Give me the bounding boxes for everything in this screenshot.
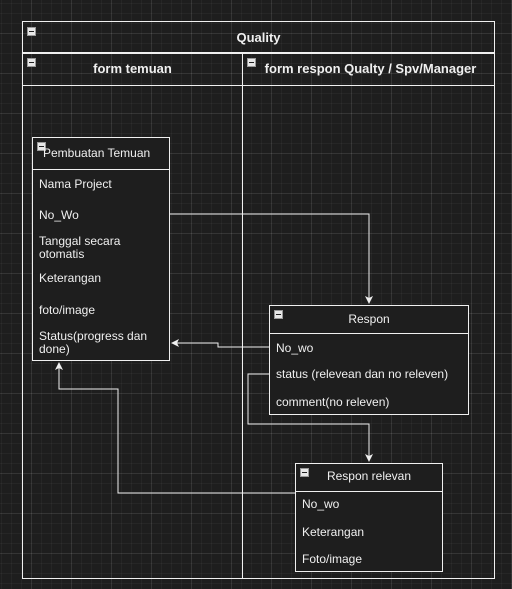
collapse-icon[interactable]	[27, 58, 36, 67]
entity-title: Respon	[348, 312, 390, 326]
connector-status-to-relevan	[247, 373, 373, 462]
connector-respon-to-status	[171, 339, 269, 348]
quality-pool-header: Quality	[22, 21, 495, 53]
collapse-icon[interactable]	[247, 58, 256, 67]
field-no-wo: No_Wo	[39, 208, 79, 222]
field-comment: comment(no releven)	[276, 395, 390, 409]
entity-respon[interactable]: Respon No_wo status (relevean dan no rel…	[269, 305, 469, 415]
collapse-icon[interactable]	[27, 27, 36, 36]
lane-form-respon[interactable]: form respon Qualty / Spv/Manager	[242, 53, 495, 579]
field-foto-image: foto/image	[39, 303, 96, 317]
field-no-wo: No_wo	[276, 341, 314, 355]
entity-respon-relevan[interactable]: Respon relevan No_wo Keterangan Foto/ima…	[295, 463, 443, 572]
connector-nowo-to-respon	[170, 213, 373, 304]
entity-pembuatan-temuan[interactable]: Pembuatan Temuan Nama Project No_Wo Tang…	[32, 137, 170, 361]
field-foto-image: Foto/image	[302, 552, 363, 566]
collapse-icon[interactable]	[274, 310, 283, 319]
field-keterangan: Keterangan	[302, 525, 365, 539]
collapse-icon[interactable]	[300, 468, 309, 477]
field-no-wo: No_wo	[302, 497, 340, 511]
field-tanggal: Tanggal secara otomatis	[39, 234, 121, 261]
entity-title: Pembuatan Temuan	[43, 146, 151, 160]
field-nama-project: Nama Project	[39, 177, 112, 191]
pool-title: Quality	[236, 30, 281, 45]
connector-relevan-to-temuan	[55, 362, 295, 494]
field-status: status (relevean dan no releven)	[276, 367, 449, 381]
field-status: Status(progress dan done)	[39, 329, 148, 356]
collapse-icon[interactable]	[37, 142, 46, 151]
lane-title: form temuan	[93, 61, 172, 76]
field-keterangan: Keterangan	[39, 271, 102, 285]
lane-title: form respon Qualty / Spv/Manager	[264, 61, 477, 76]
entity-title: Respon relevan	[326, 469, 412, 483]
